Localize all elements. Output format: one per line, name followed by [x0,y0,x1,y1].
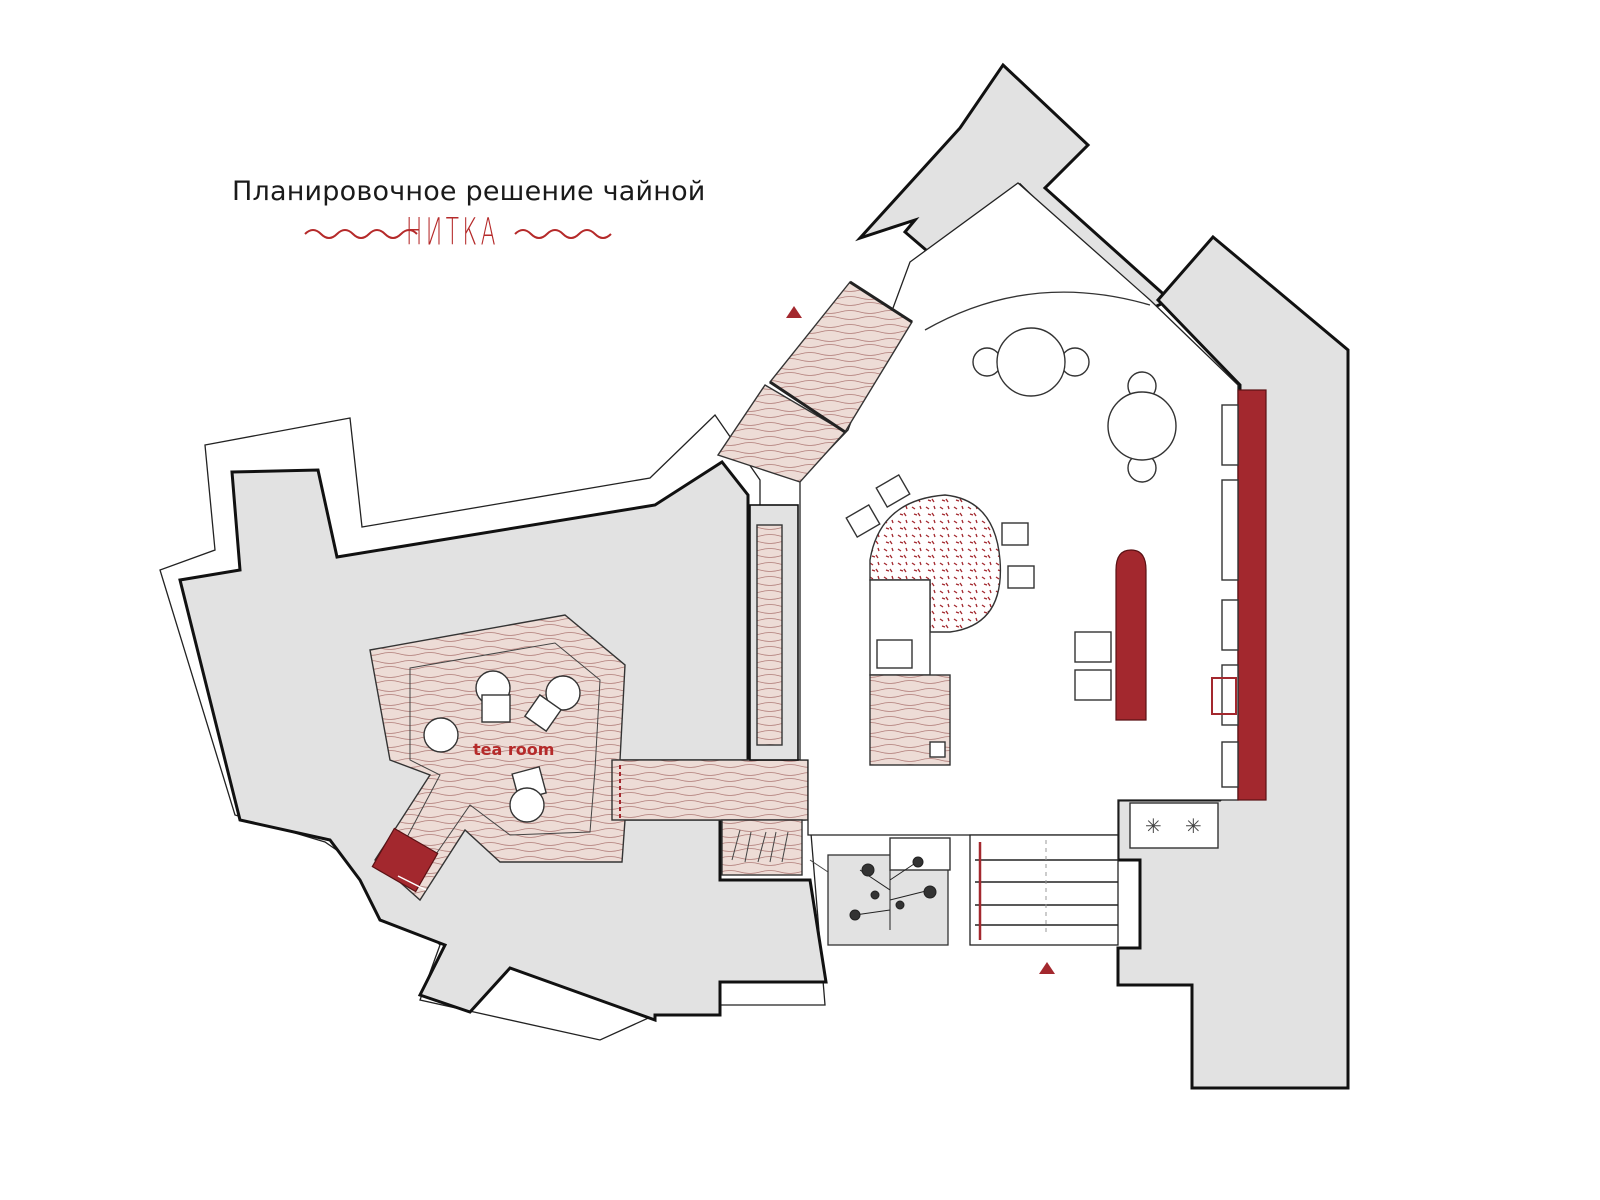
stove-burner-2: ✳ [1185,814,1202,838]
door-swing [809,859,829,873]
tea-room-chair-2 [545,675,581,711]
bar-stool-2 [1074,669,1112,701]
tea-room-chair-3 [423,717,459,753]
corridor-shelf-lines [731,829,789,863]
stove-icon [1129,802,1219,849]
entrance-stairs-mid [716,384,847,483]
partition-bench [756,524,783,746]
corridor-floor [611,759,809,821]
stove-burner-1: ✳ [1145,814,1162,838]
tea-room-chair-4 [509,787,545,823]
red-bar-counter [1115,549,1147,721]
tea-room-storage [371,827,439,893]
tea-room-table-2 [523,693,563,733]
sink-icon [876,639,913,669]
entrance-stairs-bottom [969,834,1119,946]
dining-table-1 [996,327,1066,397]
bar-stool-1 [1074,631,1112,663]
entrance-stair-step [769,380,846,434]
entrance-triangle-top [786,306,802,318]
tea-room-label: tea room [473,740,554,759]
speckled-island [869,494,1002,633]
red-ladder-chair [1211,677,1237,715]
plan-title: Планировочное решение чайной [232,176,706,207]
tea-room-table-1 [481,694,511,723]
brand-wave-decoration [304,229,612,239]
dining-table-2 [1107,391,1177,461]
tea-room-inner-border [394,642,601,871]
curved-wall [924,291,1151,331]
planter-box [889,837,951,871]
right-red-bench [1237,389,1267,801]
brand-name: НИТКА [406,210,500,255]
right-bench-tables [1221,404,1239,788]
counter-small-square [929,741,946,758]
tree-icon [849,856,937,930]
entrance-triangle-bottom [1039,962,1055,974]
tea-room-storage-handle [397,875,427,891]
bar-chairs [845,474,1035,589]
entrance-door-line [849,280,913,324]
